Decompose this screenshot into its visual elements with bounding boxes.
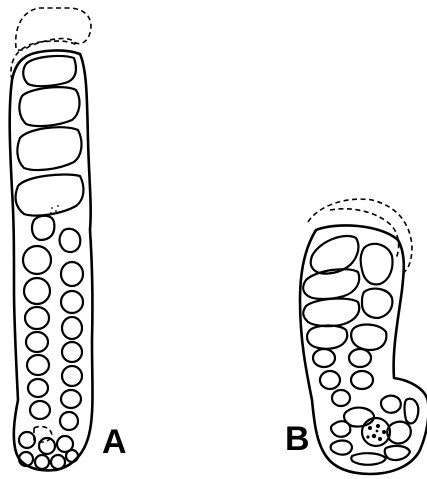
proloculus-dot bbox=[378, 437, 382, 441]
biserial-left-column bbox=[23, 216, 54, 419]
chamber bbox=[66, 450, 78, 462]
pore-dot bbox=[51, 207, 53, 209]
chamber bbox=[303, 299, 359, 327]
pore-dot bbox=[55, 210, 57, 212]
label-a: A bbox=[102, 425, 127, 459]
chamber bbox=[351, 453, 386, 465]
chamber bbox=[332, 390, 350, 406]
chamber bbox=[60, 229, 81, 252]
chamber bbox=[381, 396, 401, 413]
chamber bbox=[61, 291, 83, 313]
biserial-right-column bbox=[60, 229, 84, 430]
chamber bbox=[51, 455, 65, 469]
proloculus-dot bbox=[376, 430, 379, 433]
chamber bbox=[23, 56, 76, 86]
specimen-a-dashed-top bbox=[16, 8, 91, 50]
chamber bbox=[307, 326, 347, 349]
chamber bbox=[61, 262, 83, 286]
proloculus-dot bbox=[382, 430, 386, 434]
chamber bbox=[362, 289, 392, 318]
chamber bbox=[30, 401, 50, 419]
chamber bbox=[313, 349, 335, 367]
chamber bbox=[26, 332, 48, 352]
chamber bbox=[62, 317, 82, 339]
chamber bbox=[62, 342, 82, 362]
chamber bbox=[28, 379, 48, 397]
chamber bbox=[60, 412, 78, 430]
proloculus-dot bbox=[376, 424, 380, 428]
chamber bbox=[19, 432, 35, 448]
chamber bbox=[23, 246, 51, 274]
chamber bbox=[385, 446, 410, 460]
chamber bbox=[351, 371, 373, 389]
chamber bbox=[16, 174, 84, 215]
label-b: B bbox=[285, 422, 310, 456]
chamber bbox=[32, 216, 54, 240]
chamber bbox=[405, 399, 419, 424]
chamber bbox=[331, 441, 352, 455]
proloculus-dot bbox=[368, 426, 372, 430]
proloculus-dot bbox=[372, 434, 376, 438]
chamber bbox=[311, 236, 359, 274]
specimen-b bbox=[300, 199, 427, 474]
chamber bbox=[351, 325, 386, 350]
specimen-a bbox=[10, 8, 93, 470]
chamber bbox=[361, 244, 393, 285]
pore-dot bbox=[57, 205, 59, 207]
chamber bbox=[320, 371, 340, 389]
chamber bbox=[19, 87, 79, 126]
pore-dot bbox=[50, 212, 52, 214]
chamber bbox=[61, 390, 81, 408]
proloculus-dot bbox=[366, 435, 369, 438]
chamber bbox=[35, 455, 49, 469]
chamber bbox=[331, 421, 350, 437]
initial-chambers bbox=[19, 426, 78, 469]
chamber bbox=[17, 127, 81, 170]
chamber bbox=[25, 307, 49, 329]
chamber bbox=[27, 355, 49, 375]
chamber bbox=[349, 349, 371, 367]
chamber bbox=[62, 366, 82, 386]
chamber bbox=[24, 278, 50, 304]
proloculus bbox=[362, 418, 390, 446]
